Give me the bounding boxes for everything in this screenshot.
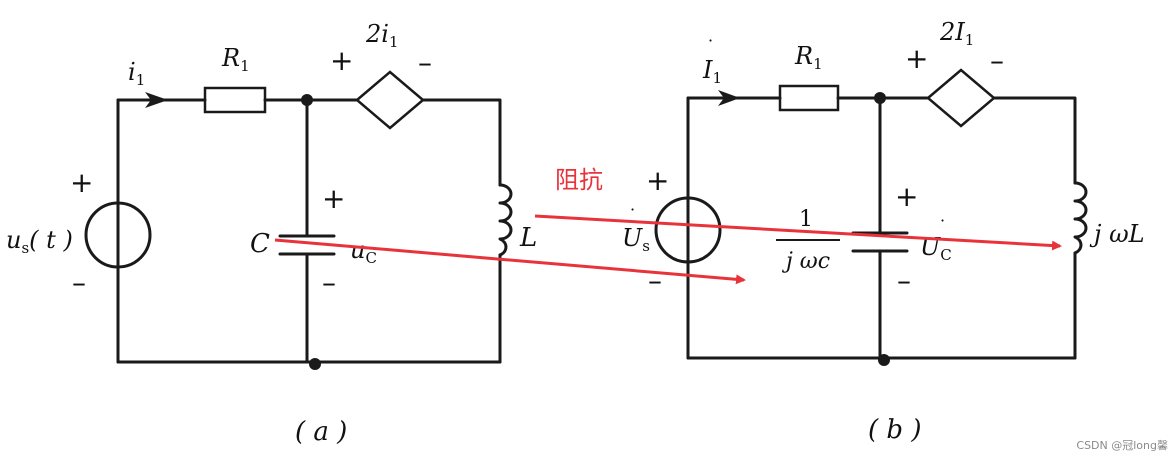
dep-plus-b: + bbox=[905, 42, 928, 75]
node-a-top bbox=[301, 94, 313, 106]
source-minus-a: – bbox=[72, 266, 86, 299]
inductor-impedance-b: j ωL bbox=[1089, 220, 1145, 248]
watermark: CSDN @冠long馨 bbox=[1076, 438, 1168, 452]
inductor-a bbox=[498, 183, 513, 257]
current-arrow-b bbox=[718, 90, 740, 106]
dep-plus-a: + bbox=[330, 44, 353, 77]
annotation-arrow-inductor bbox=[534, 214, 1062, 251]
caption-b: ( b ) bbox=[868, 415, 921, 445]
cap-voltage-label-a: uC bbox=[350, 236, 377, 267]
resistor-a bbox=[203, 86, 267, 114]
source-minus-b: – bbox=[648, 264, 662, 297]
node-b-bottom bbox=[878, 354, 890, 366]
dep-source-label-b: 2I1 bbox=[939, 18, 974, 49]
source-dot-b: · bbox=[630, 200, 635, 219]
resistor-label-a: R1 bbox=[221, 44, 250, 75]
cap-plus-a: + bbox=[322, 182, 345, 215]
dependent-source-a bbox=[355, 70, 425, 130]
wire-b-top-right bbox=[992, 96, 1077, 185]
source-label-a: us( t ) bbox=[6, 226, 73, 257]
source-plus-b: + bbox=[646, 164, 669, 197]
current-dot-b: · bbox=[708, 31, 713, 50]
cap-plus-b: + bbox=[895, 180, 918, 213]
current-label-a: i1 bbox=[128, 58, 145, 89]
capacitor-label-a: C bbox=[250, 229, 270, 259]
dep-source-label-a: 2i1 bbox=[365, 20, 399, 51]
annotation-arrow-capacitor bbox=[274, 238, 746, 285]
circuit-a: i1 R1 2i1 + – + – us( t ) C + – uC L ( a… bbox=[6, 20, 537, 447]
wire-a-top-right bbox=[421, 98, 502, 187]
cap-minus-b: – bbox=[897, 264, 911, 297]
node-b-top bbox=[874, 92, 886, 104]
circuit-b: I1 · R1 2I1 + – + – Us · + – UC · 1 j ωc… bbox=[622, 18, 1145, 445]
impedance-annotation: 阻抗 bbox=[274, 166, 1062, 285]
source-label-b: Us bbox=[622, 224, 650, 255]
resistor-label-b: R1 bbox=[794, 42, 823, 73]
cap-impedance-numerator: 1 bbox=[799, 207, 813, 232]
source-plus-a: + bbox=[70, 166, 93, 199]
inductor-b bbox=[1073, 181, 1088, 255]
caption-a: ( a ) bbox=[295, 417, 347, 447]
dep-minus-a: – bbox=[418, 46, 432, 79]
resistor-b bbox=[778, 84, 840, 112]
annotation-text: 阻抗 bbox=[555, 166, 603, 194]
current-label-b: I1 bbox=[702, 56, 722, 87]
cap-impedance-denominator: j ωc bbox=[781, 249, 830, 274]
dependent-source-b bbox=[926, 68, 996, 128]
inductor-label-a: L bbox=[519, 223, 537, 253]
cap-minus-a: – bbox=[322, 266, 336, 299]
cap-voltage-dot-b: · bbox=[940, 211, 945, 230]
dep-minus-b: – bbox=[990, 44, 1004, 77]
node-a-bottom bbox=[309, 358, 321, 370]
current-arrow-a bbox=[145, 92, 168, 108]
